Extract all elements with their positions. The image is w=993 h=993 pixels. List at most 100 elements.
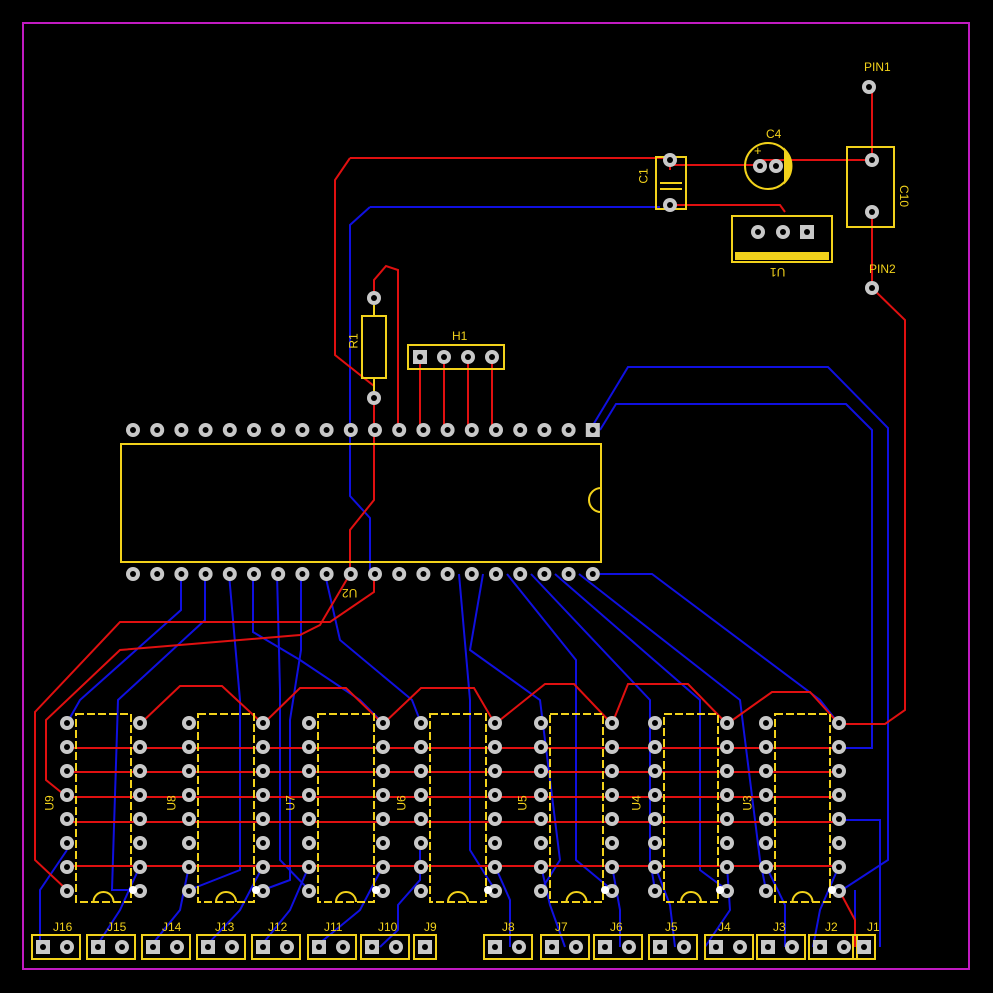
bottom-trace	[530, 573, 656, 891]
pad-hole	[205, 944, 211, 950]
connector-j5-outline	[648, 934, 698, 960]
pad-hole	[538, 792, 544, 798]
top-trace	[670, 204, 786, 213]
pad-hole	[260, 840, 266, 846]
j6-label: J6	[610, 920, 623, 934]
pad-hole	[652, 744, 658, 750]
j2-label: J2	[825, 920, 838, 934]
pad-hole	[609, 840, 615, 846]
pad-hole	[492, 768, 498, 774]
pad-hole	[420, 427, 427, 433]
pad-hole	[260, 768, 266, 774]
u8-outline	[197, 713, 255, 903]
pad-hole	[492, 888, 498, 894]
pad-hole	[306, 744, 312, 750]
pad-hole	[372, 571, 378, 577]
pad-hole	[306, 888, 312, 894]
pads	[36, 80, 879, 954]
u8-notch	[215, 891, 237, 903]
pad-hole	[64, 816, 70, 822]
pad-hole	[573, 944, 579, 950]
bottom-trace	[599, 403, 873, 749]
pad-hole	[347, 571, 354, 577]
connector-j11-outline	[307, 934, 357, 960]
pad-hole	[137, 816, 143, 822]
pad-hole	[763, 792, 769, 798]
pad-hole	[609, 816, 615, 822]
pad-hole	[393, 944, 399, 950]
pad-hole	[186, 840, 192, 846]
pad-hole	[861, 944, 867, 950]
pad-hole	[130, 427, 136, 433]
pad-hole	[137, 768, 143, 774]
pad-hole	[418, 864, 424, 870]
j4-label: J4	[718, 920, 731, 934]
connector-j15-outline	[86, 934, 136, 960]
pad-hole	[489, 354, 495, 360]
pad-hole	[441, 354, 447, 360]
pad-hole	[380, 744, 386, 750]
pad-hole	[652, 888, 658, 894]
pad-hole	[316, 944, 322, 950]
pad-hole	[418, 840, 424, 846]
bottom-trace	[590, 573, 840, 725]
pad-hole	[119, 944, 125, 950]
bottom-trace	[554, 573, 728, 891]
u3-notch	[791, 891, 814, 903]
pad-hole	[417, 354, 423, 360]
bottom-trace	[839, 819, 881, 947]
u6-outline	[429, 713, 487, 903]
pad-hole	[516, 944, 522, 950]
pad-hole	[186, 864, 192, 870]
pad-hole	[275, 571, 282, 577]
connector-j16-outline	[31, 934, 81, 960]
pad-hole	[804, 229, 810, 235]
r1-label: R1	[346, 333, 361, 349]
u9-label: U9	[42, 795, 57, 811]
j7-label: J7	[555, 920, 568, 934]
pad-hole	[444, 427, 451, 433]
pad-hole	[866, 84, 872, 90]
j15-label: J15	[107, 920, 127, 934]
u1-tab	[735, 252, 829, 260]
pad-hole	[186, 768, 192, 774]
pad-hole	[869, 157, 875, 163]
u2-notch	[588, 487, 602, 513]
pad-hole	[186, 888, 192, 894]
pad-hole	[652, 720, 658, 726]
pad-hole	[609, 792, 615, 798]
connector-j7-outline	[540, 934, 590, 960]
pad-hole	[724, 744, 730, 750]
board-outline	[22, 22, 970, 970]
u3-label: U3	[740, 795, 755, 811]
bottom-copper-traces	[39, 206, 889, 948]
pad-hole	[137, 792, 143, 798]
pad-hole	[251, 571, 257, 577]
bottom-trace	[540, 865, 566, 948]
top-trace	[611, 683, 728, 725]
top-trace	[45, 573, 351, 798]
u6-notch	[447, 891, 469, 903]
pad-hole	[765, 944, 771, 950]
pin2-label: PIN2	[869, 262, 896, 276]
pad-hole	[186, 744, 192, 750]
pad-hole	[652, 792, 658, 798]
pad-hole	[652, 816, 658, 822]
pad-hole	[737, 944, 743, 950]
pad-hole	[323, 571, 330, 577]
pad-hole	[565, 427, 572, 433]
pad-hole	[609, 744, 615, 750]
bottom-trace	[276, 573, 310, 891]
j9-label: J9	[424, 920, 437, 934]
pad-hole	[178, 427, 185, 433]
pad-hole	[609, 864, 615, 870]
pad-hole	[538, 888, 544, 894]
pad-hole	[40, 944, 46, 950]
connector-j8-outline	[483, 934, 533, 960]
pad-hole	[492, 864, 498, 870]
pad-hole	[64, 840, 70, 846]
pad-hole	[418, 792, 424, 798]
pad-hole	[64, 944, 70, 950]
pad-hole	[609, 720, 615, 726]
pad-hole	[724, 768, 730, 774]
